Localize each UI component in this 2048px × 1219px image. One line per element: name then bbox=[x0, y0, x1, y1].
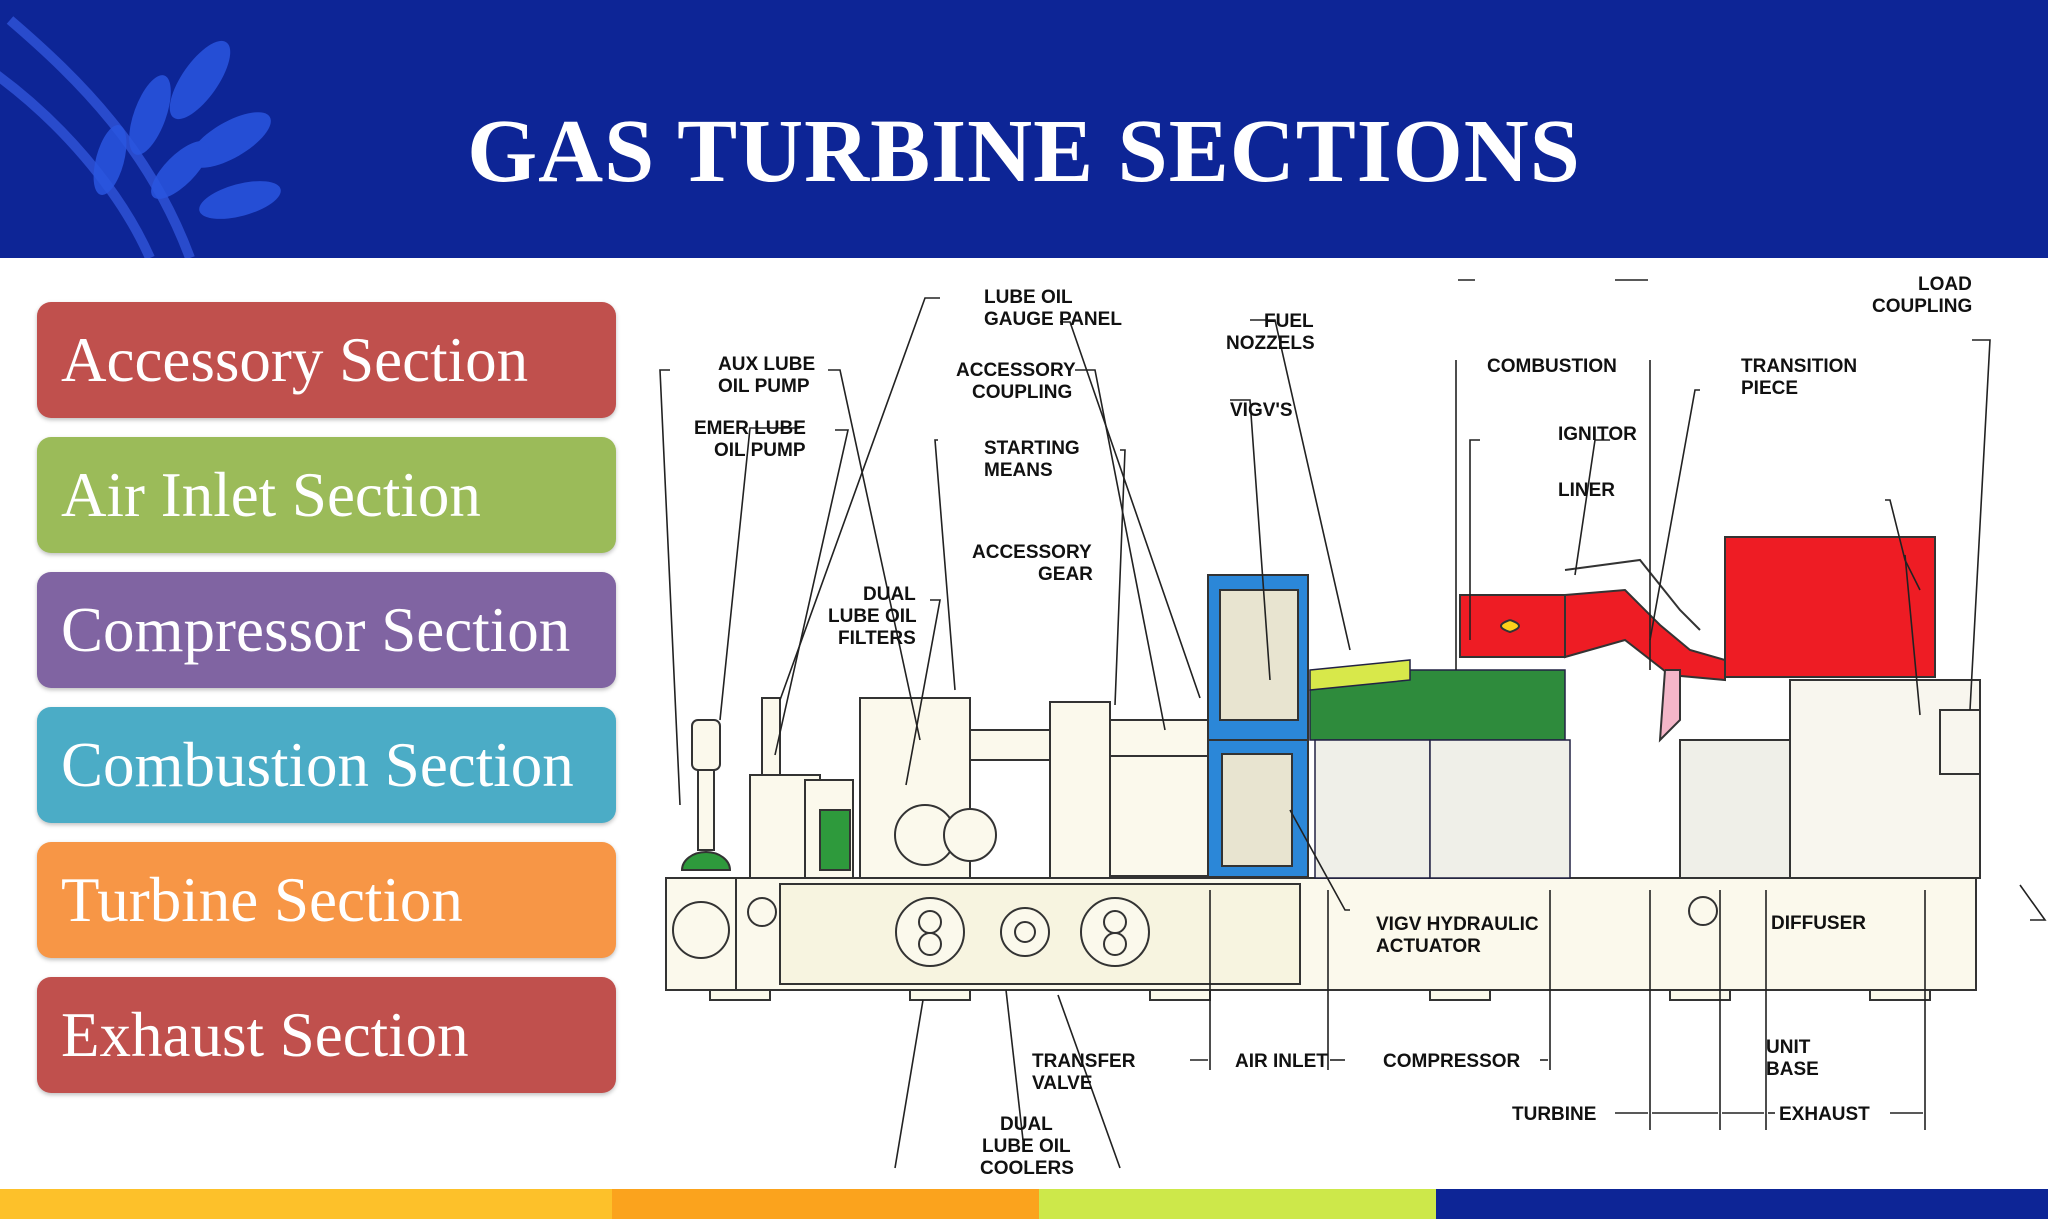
label-accessory-coupling-2: COUPLING bbox=[972, 382, 1072, 403]
footer-segment-yellow bbox=[0, 1189, 612, 1219]
gas-turbine-diagram: LUBE OIL GAUGE PANEL AUX LUBE OIL PUMP E… bbox=[659, 274, 2047, 1179]
accessory-machinery bbox=[680, 697, 1251, 879]
label-dual-lube-oil-coolers-3: COOLERS bbox=[980, 1158, 1074, 1179]
footer-segment-orange bbox=[612, 1189, 1039, 1219]
label-accessory-gear-2: GEAR bbox=[1038, 564, 1093, 585]
label-lube-oil-gauge-panel-2: GAUGE PANEL bbox=[984, 309, 1122, 330]
label-lube-oil-gauge-panel: LUBE OIL bbox=[984, 287, 1073, 308]
label-emer-lube-oil-pump-2: OIL PUMP bbox=[714, 440, 806, 461]
label-starting-means: STARTING bbox=[984, 438, 1080, 459]
turbine-section-parts bbox=[1658, 669, 1791, 879]
footer-segment-blue bbox=[1436, 1189, 2048, 1219]
label-dual-lube-oil-filters-2: LUBE OIL bbox=[828, 606, 917, 627]
label-load-coupling: LOAD bbox=[1918, 274, 1972, 295]
label-vigv-hydraulic-actuator-2: ACTUATOR bbox=[1376, 936, 1481, 957]
unit-base-frame bbox=[665, 877, 1977, 1001]
label-ignitor: IGNITOR bbox=[1558, 424, 1637, 445]
label-fuel-nozzels: FUEL bbox=[1264, 311, 1314, 332]
compressor-section-button[interactable]: Compressor Section bbox=[37, 572, 616, 688]
dimension-lines bbox=[1190, 279, 1926, 1130]
label-liner: LINER bbox=[1558, 480, 1615, 501]
label-compressor: COMPRESSOR bbox=[1383, 1051, 1521, 1072]
label-accessory-gear: ACCESSORY bbox=[972, 542, 1092, 563]
label-vigv-hydraulic-actuator: VIGV HYDRAULIC bbox=[1376, 914, 1539, 935]
label-combustion: COMBUSTION bbox=[1487, 356, 1617, 377]
title-banner: GAS TURBINE SECTIONS bbox=[0, 0, 2048, 258]
turbine-section-button[interactable]: Turbine Section bbox=[37, 842, 616, 958]
label-dual-lube-oil-filters-3: FILTERS bbox=[838, 628, 916, 649]
accessory-section-button[interactable]: Accessory Section bbox=[37, 302, 616, 418]
diagram-label-group: LUBE OIL GAUGE PANEL AUX LUBE OIL PUMP E… bbox=[694, 274, 1972, 1179]
label-dual-lube-oil-coolers-2: LUBE OIL bbox=[982, 1136, 1071, 1157]
wheat-logo-icon bbox=[0, 16, 281, 258]
label-diffuser: DIFFUSER bbox=[1771, 913, 1866, 934]
label-emer-lube-oil-pump: EMER LUBE bbox=[694, 418, 806, 439]
label-aux-lube-oil-pump: AUX LUBE bbox=[718, 354, 815, 375]
label-unit-base-2: BASE bbox=[1766, 1059, 1819, 1080]
exhaust-section-button[interactable]: Exhaust Section bbox=[37, 977, 616, 1093]
footer-segment-lime bbox=[1039, 1189, 1436, 1219]
air-inlet-section-button[interactable]: Air Inlet Section bbox=[37, 437, 616, 553]
label-load-coupling-2: COUPLING bbox=[1872, 296, 1972, 317]
page-title: GAS TURBINE SECTIONS bbox=[467, 102, 1581, 201]
section-list: Accessory Section Air Inlet Section Comp… bbox=[37, 302, 616, 1112]
exhaust-diffuser bbox=[1724, 536, 1981, 879]
label-accessory-coupling: ACCESSORY bbox=[956, 360, 1076, 381]
label-transfer-valve: TRANSFER bbox=[1032, 1051, 1136, 1072]
leader-lines bbox=[659, 297, 2047, 1169]
label-turbine: TURBINE bbox=[1512, 1104, 1596, 1125]
label-transfer-valve-2: VALVE bbox=[1032, 1073, 1093, 1094]
label-air-inlet: AIR INLET bbox=[1235, 1051, 1328, 1072]
combustion-chamber bbox=[1459, 558, 1726, 682]
label-unit-base: UNIT bbox=[1766, 1037, 1811, 1058]
label-exhaust: EXHAUST bbox=[1779, 1104, 1870, 1125]
label-vigvs: VIGV'S bbox=[1230, 400, 1293, 421]
label-starting-means-2: MEANS bbox=[984, 460, 1053, 481]
footer-color-bar bbox=[0, 1189, 2048, 1219]
air-inlet-housing bbox=[1207, 574, 1309, 878]
label-fuel-nozzels-2: NOZZELS bbox=[1226, 333, 1315, 354]
label-dual-lube-oil-coolers: DUAL bbox=[1000, 1114, 1053, 1135]
label-dual-lube-oil-filters: DUAL bbox=[863, 584, 916, 605]
label-transition-piece: TRANSITION bbox=[1741, 356, 1857, 377]
combustion-section-button[interactable]: Combustion Section bbox=[37, 707, 616, 823]
label-transition-piece-2: PIECE bbox=[1741, 378, 1798, 399]
compressor-rotor bbox=[1309, 659, 1571, 879]
label-aux-lube-oil-pump-2: OIL PUMP bbox=[718, 376, 810, 397]
